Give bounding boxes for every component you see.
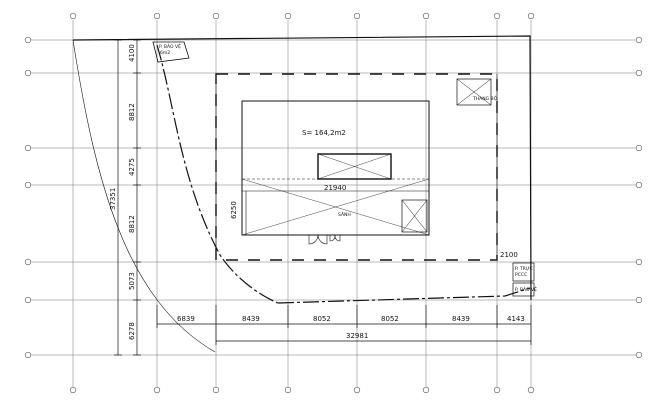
guard-bottom-label: P. BẢO VỆ (515, 285, 537, 293)
stair-box-bottom (401, 199, 428, 233)
room-sub: PCCC (515, 272, 527, 278)
lobby-label: SÂNH (338, 211, 351, 218)
left-dim-2: 8812 (128, 103, 136, 121)
bottom-dimension-chain: 6839 8439 8052 8052 8439 4143 32981 (156, 305, 532, 345)
bottom-dim-3: 8052 (313, 315, 331, 323)
left-dim-total: 37351 (109, 188, 117, 210)
central-feature (317, 153, 392, 180)
site-boundary (72, 35, 532, 353)
right-rooms: P. TRỰC PCCC P. BẢO VỆ (512, 262, 537, 297)
bottom-dim-2: 8439 (242, 315, 260, 323)
inner-height-label: 6250 (230, 201, 238, 219)
left-dim-3: 4275 (128, 158, 136, 176)
entrance-doors (308, 234, 341, 245)
bottom-dim-1: 6839 (177, 315, 195, 323)
inner-width-label: 21940 (324, 184, 346, 192)
bottom-dim-4: 8052 (381, 315, 399, 323)
grid-lines (30, 20, 640, 392)
stair-box-top: THANG BỘ (456, 78, 498, 106)
left-dimension-chain: 4100 8812 4275 8812 5073 6278 37351 (109, 39, 141, 356)
corner-dim-label: 2100 (500, 251, 518, 259)
building-outer-frame (215, 73, 498, 261)
left-dim-6: 6278 (128, 322, 136, 340)
room-label: P. TRỰC (515, 266, 533, 272)
bottom-dim-6: 4143 (507, 315, 525, 323)
bottom-dim-total: 32981 (346, 332, 368, 340)
lobby-area: 21940 SÂNH 6250 (230, 178, 430, 236)
left-dim-1: 4100 (128, 44, 136, 62)
bottom-dim-5: 8439 (452, 315, 470, 323)
guard-top-label: P. BẢO VỆ (159, 42, 181, 50)
guard-room-top: P. BẢO VỆ 6m2 (152, 41, 190, 63)
guard-top-sub: 6m2 (160, 50, 170, 56)
left-dim-5: 5073 (128, 272, 136, 290)
stair-box-label: THANG BỘ (472, 95, 498, 102)
area-label: S= 164,2m2 (302, 129, 346, 137)
building-inner (241, 100, 430, 236)
left-dim-4: 8812 (128, 215, 136, 233)
grid-bubbles (24, 12, 643, 394)
